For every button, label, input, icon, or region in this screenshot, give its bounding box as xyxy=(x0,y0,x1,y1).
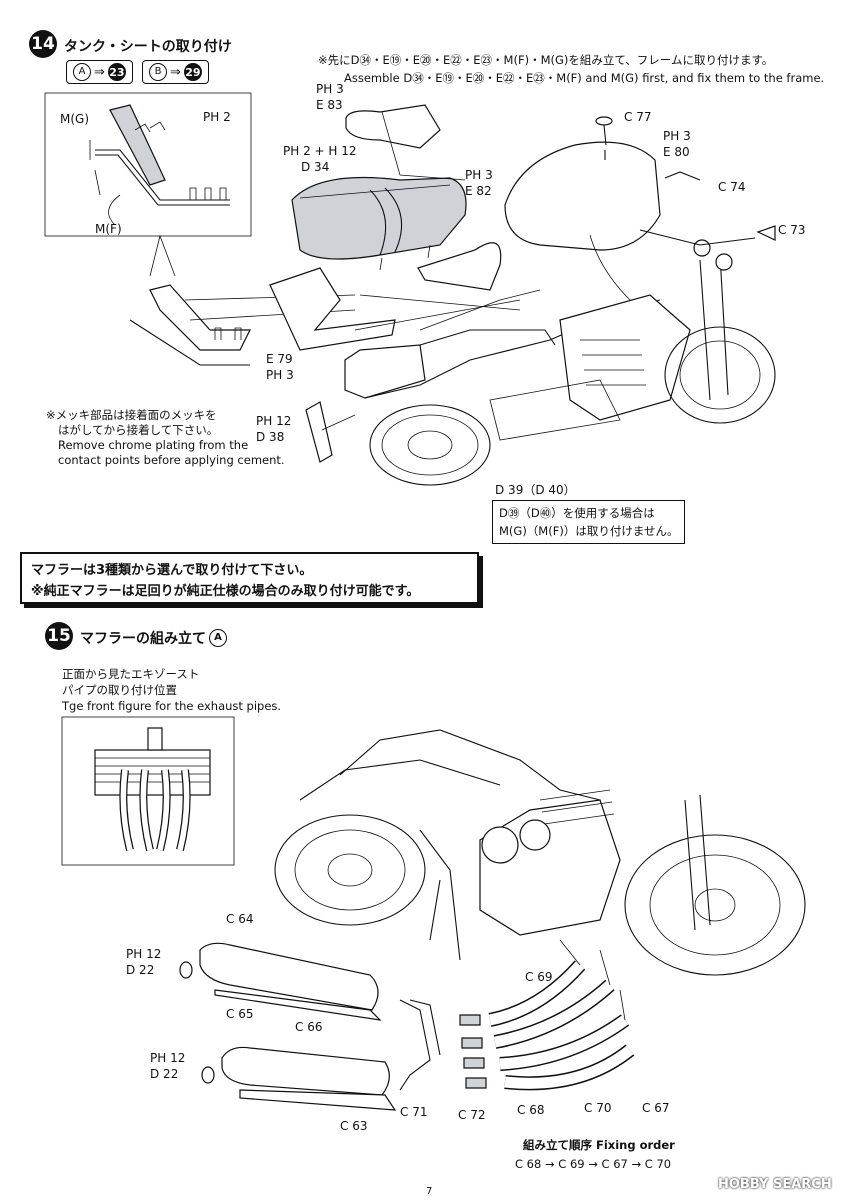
front-view-caption: 正面から見たエキゾースト パイプの取り付け位置 Tge front figure… xyxy=(62,666,281,714)
label-ph3-e80: PH 3 xyxy=(663,129,691,143)
d39-note-box: D㊴（D㊵）を使用する場合は M(G)（M(F)）は取り付けません。 xyxy=(492,500,686,544)
label-ph12-a: PH 12 xyxy=(126,947,162,961)
step-title: マフラーの組み立て xyxy=(80,631,206,647)
label-ph2: PH 2 xyxy=(203,110,231,124)
ref-target-a: 23 xyxy=(107,63,126,81)
label-c63: C 63 xyxy=(340,1119,368,1133)
muffler-notice-box: マフラーは3種類から選んで取り付けて下さい。 ※純正マフラーは足回りが純正仕様の… xyxy=(20,552,479,604)
assembly-note-jp: ※先にD㉞・E⑲・E⑳・E㉒・E㉓・M(F)・M(G)を組み立て、フレームに取り… xyxy=(318,53,774,67)
label-d38: D 38 xyxy=(256,430,285,444)
label-c69: C 69 xyxy=(525,970,553,984)
label-ph3-e83: PH 3 xyxy=(316,82,344,96)
label-ph12-b: PH 12 xyxy=(150,1051,186,1065)
label-mg: M(G) xyxy=(60,112,90,126)
muffler-notice-line-1: マフラーは3種類から選んで取り付けて下さい。 xyxy=(31,563,313,578)
label-c68: C 68 xyxy=(517,1103,545,1117)
ref-letter-a: A xyxy=(73,63,91,81)
chrome-note-jp-2: はがしてから接着して下さい。 xyxy=(58,423,219,437)
reference-box-a: A ⇒ 23 xyxy=(66,60,133,84)
label-e79: E 79 xyxy=(266,352,293,366)
label-c77: C 77 xyxy=(624,110,652,124)
step-number-badge: 14 xyxy=(29,30,57,58)
ref-letter-b: B xyxy=(149,63,167,81)
label-c71: C 71 xyxy=(400,1105,428,1119)
muffler-notice-line-2: ※純正マフラーは足回りが純正仕様の場合のみ取り付け可能です。 xyxy=(31,584,420,599)
step15-title: マフラーの組み立て A xyxy=(80,628,227,648)
title-mark-a: A xyxy=(209,629,227,647)
chrome-note-jp-1: ※メッキ部品は接着面のメッキを xyxy=(46,408,217,422)
label-d22-b: D 22 xyxy=(150,1067,179,1081)
chrome-note: ※メッキ部品は接着面のメッキを はがしてから接着して下さい。 Remove ch… xyxy=(46,408,285,468)
label-ph2-h12: PH 2 + H 12 xyxy=(283,144,357,158)
label-mf: M(F) xyxy=(95,222,122,236)
label-d22-a: D 22 xyxy=(126,963,155,977)
label-d34: D 34 xyxy=(301,160,330,174)
label-ph12-d38: PH 12 xyxy=(256,414,292,428)
label-ph3-e82: PH 3 xyxy=(465,168,493,182)
label-c73: C 73 xyxy=(778,223,806,237)
step-number-badge: 15 xyxy=(45,622,73,650)
label-c66: C 66 xyxy=(295,1020,323,1034)
label-e80: E 80 xyxy=(663,145,690,159)
d39-note-line-1: D㊴（D㊵）を使用する場合は xyxy=(499,506,655,520)
assembly-note-en: Assemble D㉞・E⑲・E⑳・E㉒・E㉓・M(F) and M(G) fi… xyxy=(344,71,825,85)
step-title: タンク・シートの取り付け xyxy=(64,39,232,55)
reference-box-b: B ⇒ 29 xyxy=(142,60,209,84)
label-d39: D 39（D 40） xyxy=(495,483,576,497)
fixing-order-sequence: C 68 → C 69 → C 67 → C 70 xyxy=(515,1157,672,1171)
fixing-order-title: 組み立て順序 Fixing order xyxy=(523,1138,675,1152)
label-c65: C 65 xyxy=(226,1007,254,1021)
chrome-note-en-2: contact points before applying cement. xyxy=(58,453,285,467)
label-c64: C 64 xyxy=(226,912,254,926)
label-ph3-e79: PH 3 xyxy=(266,368,294,382)
chrome-note-en-1: Remove chrome plating from the xyxy=(58,438,249,452)
front-view-jp-2: パイプの取り付け位置 xyxy=(62,683,177,697)
label-c74: C 74 xyxy=(718,180,746,194)
front-view-en: Tge front figure for the exhaust pipes. xyxy=(62,699,282,713)
watermark-logo: HOBBY SEARCH xyxy=(718,1177,832,1192)
label-e83: E 83 xyxy=(316,98,343,112)
front-view-jp-1: 正面から見たエキゾースト xyxy=(62,667,200,681)
label-c72: C 72 xyxy=(458,1108,486,1122)
label-c67: C 67 xyxy=(642,1101,670,1115)
ref-target-b: 29 xyxy=(183,63,202,81)
d39-note-line-2: M(G)（M(F)）は取り付けません。 xyxy=(499,524,679,538)
label-c70: C 70 xyxy=(584,1101,612,1115)
label-e82: E 82 xyxy=(465,184,492,198)
arrow-right-icon: ⇒ xyxy=(170,64,181,80)
page-number: 7 xyxy=(426,1186,433,1197)
arrow-right-icon: ⇒ xyxy=(94,64,105,80)
